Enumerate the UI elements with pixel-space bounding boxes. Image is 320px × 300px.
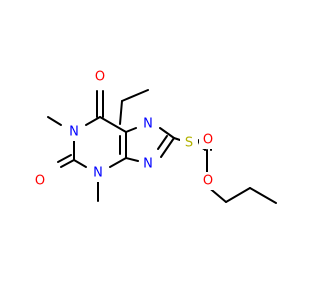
atom-n7-label: N — [143, 117, 153, 132]
bond-propyl-ch2-ch3 — [249, 187, 277, 204]
bond-c5-n7 — [125, 127, 137, 133]
bond-c5-c6 — [99, 116, 127, 133]
bond-c2-o2-b — [57, 154, 72, 163]
atom-n9-label: N — [143, 157, 153, 172]
atom-n9: N — [139, 155, 157, 173]
bond-c8-s — [173, 137, 181, 141]
bonds — [47, 89, 277, 204]
bond-c8-n9-a — [160, 137, 175, 158]
bond-ethyl-ch3-ch2 — [121, 89, 149, 102]
atom-o-ester-label: O — [203, 174, 213, 189]
atom-s-label: S — [185, 136, 193, 151]
bond-c2-n3 — [73, 159, 87, 168]
atom-s: S — [180, 134, 198, 152]
bond-c8-n9-b — [157, 135, 168, 150]
atom-n3: N — [89, 164, 107, 182]
atom-n3-label: N — [93, 166, 103, 181]
atom-o2-label: O — [35, 174, 45, 189]
atom-o-ester: O — [199, 172, 217, 190]
atom-o-carbonyl-label: O — [203, 133, 213, 148]
bond-n1-methyl — [47, 116, 62, 126]
atom-o6: O — [91, 68, 109, 86]
bond-c6-n1 — [85, 116, 101, 126]
atom-o6-label: O — [95, 70, 105, 85]
molecule-structure-diagram: O N O N N N S O — [31, 68, 277, 204]
bond-c2-o2-a — [60, 159, 75, 168]
bond-n3-c4 — [109, 157, 127, 168]
atom-labels: O N O N N N S O — [31, 68, 217, 190]
atom-o-carbonyl: O — [199, 131, 217, 149]
bond-n9-c4 — [125, 157, 139, 162]
atom-n7: N — [139, 115, 157, 133]
atom-n1-label: N — [69, 125, 79, 140]
atom-o2: O — [31, 172, 49, 190]
bond-propyl-ch2-ch2 — [225, 187, 251, 203]
bond-ethyl-ch2-n7 — [119, 100, 123, 125]
bond-n7-c8 — [159, 127, 175, 139]
atom-n1: N — [65, 123, 83, 141]
